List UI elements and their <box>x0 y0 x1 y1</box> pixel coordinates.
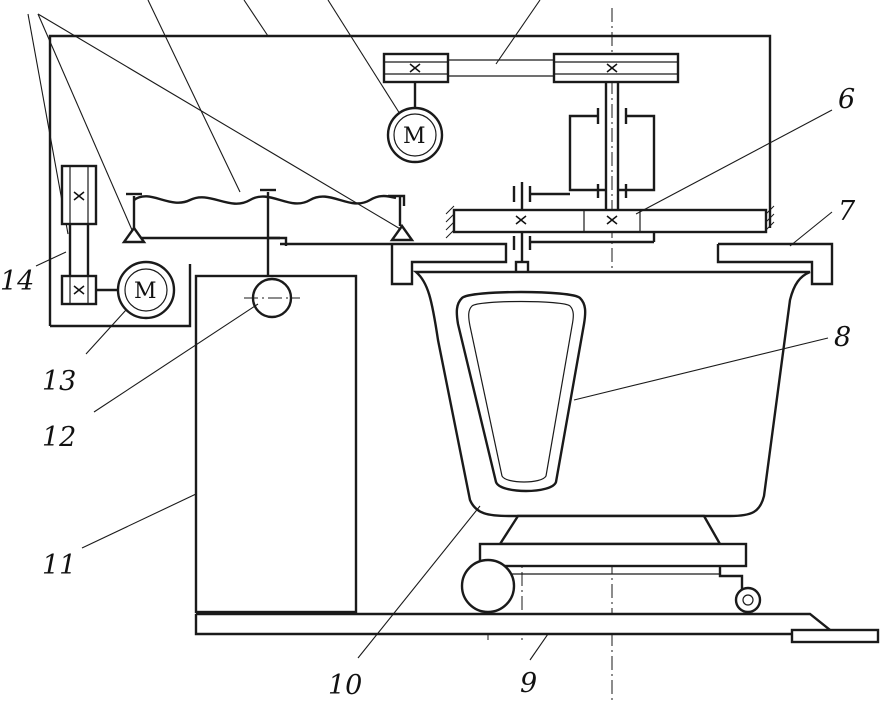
bowl-cart <box>460 514 762 614</box>
roller-12 <box>244 277 300 319</box>
cabinet <box>194 274 358 614</box>
label-9: 9 <box>520 668 537 699</box>
motor-top-symbol: M <box>403 124 426 149</box>
label-11: 11 <box>42 550 76 581</box>
label-13: 13 <box>42 366 76 397</box>
gear-beam <box>445 205 775 239</box>
motor-top: M <box>386 106 444 164</box>
top-belt-drive <box>382 52 680 108</box>
label-12: 12 <box>42 422 76 453</box>
motor-13-symbol: M <box>134 279 157 304</box>
label-8: 8 <box>834 322 851 353</box>
label-14: 14 <box>0 266 34 297</box>
rim-brackets <box>130 236 834 286</box>
label-leaders <box>35 109 833 661</box>
kneading-blade <box>455 290 587 493</box>
motor-13: M <box>116 260 176 320</box>
upper-housing <box>48 34 772 328</box>
side-belt-drive <box>60 164 118 306</box>
screw-mechanism <box>121 188 415 276</box>
base-plate <box>194 612 880 644</box>
label-10: 10 <box>328 670 362 701</box>
label-6: 6 <box>838 84 855 115</box>
spindle-assembly <box>512 82 656 276</box>
label-7: 7 <box>838 196 856 227</box>
